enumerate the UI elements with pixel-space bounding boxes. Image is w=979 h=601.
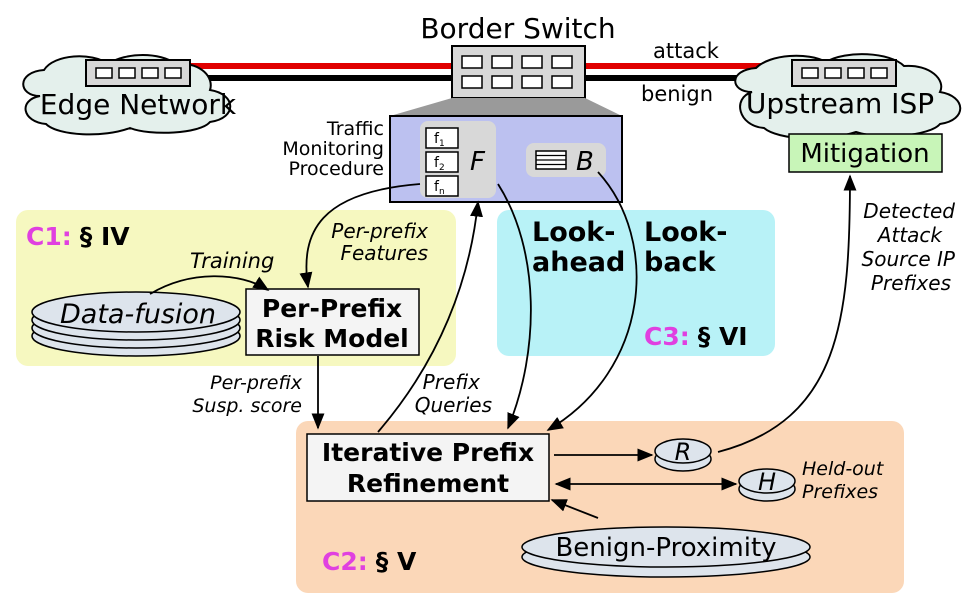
R-disk: [654, 438, 712, 472]
mitigation-box: [788, 133, 943, 173]
H-label: H: [758, 468, 776, 496]
feature-f2: f2: [434, 155, 445, 173]
feature-list: f1 f2 fn: [425, 127, 459, 197]
detected-line-4: Prefixes: [871, 271, 951, 295]
lookback-1: Look-: [644, 217, 727, 248]
edge-router: [85, 59, 191, 87]
benign-proximity-label: Benign-Proximity: [555, 533, 776, 563]
susp-score-2: Susp. score: [192, 395, 302, 417]
per-prefix-features-1: Per-prefix: [331, 219, 428, 243]
benign-proximity-disk: [521, 526, 811, 578]
refinement-box: [306, 433, 550, 502]
arrow-proximity-to-refinement: [550, 499, 599, 519]
detected-line-3: Source IP: [862, 247, 956, 271]
arrow-lookback: [546, 171, 638, 431]
border-switch: [451, 45, 586, 99]
risk-model-line-2: Risk Model: [255, 324, 409, 353]
lookahead-1: Look-: [532, 217, 615, 248]
procedure-line-3: Procedure: [289, 158, 384, 180]
risk-model-box: [245, 288, 420, 356]
prefix-queries-1: Prefix: [423, 370, 481, 394]
R-label: R: [675, 438, 692, 466]
held-out-2: Prefixes: [802, 481, 878, 503]
training-label: Training: [190, 249, 274, 273]
zoom-wedge: [390, 98, 622, 116]
c2-tag: C2:§ V: [322, 547, 417, 576]
edge-network-label: Edge Network: [40, 88, 237, 121]
detected-line-2: Attack: [876, 223, 944, 247]
detected-label: Detected Attack Source IP Prefixes: [862, 199, 956, 295]
per-prefix-features-2: Features: [340, 241, 428, 265]
susp-score-1: Per-prefix: [210, 372, 303, 394]
lookahead-2: ahead: [532, 247, 625, 278]
arrows: [149, 171, 857, 519]
procedure-line-2: Monitoring: [282, 138, 384, 160]
feature-f1: f1: [434, 131, 445, 149]
refinement-line-1: Iterative Prefix: [322, 438, 534, 467]
attack-label: attack: [653, 39, 720, 63]
c1-tag: C1:§ IV: [26, 222, 130, 251]
detected-line-1: Detected: [863, 199, 955, 223]
arrow-features-to-model: [299, 183, 421, 289]
held-out-1: Held-out: [802, 458, 885, 480]
procedure-line-1: Traffic: [326, 118, 384, 140]
upstream-router: [791, 59, 897, 87]
B-label: B: [576, 147, 594, 177]
arrow-queries-to-F: [377, 200, 483, 433]
arrow-R-to-mitigation: [717, 174, 857, 453]
F-label: F: [470, 147, 486, 177]
buffer-icon: [535, 150, 567, 170]
upstream-isp-label: Upstream ISP: [746, 87, 934, 120]
data-fusion-label: Data-fusion: [60, 299, 216, 330]
arrow-lookahead: [497, 183, 532, 430]
feature-fn: fn: [434, 179, 445, 197]
risk-model-line-1: Per-Prefix: [262, 294, 402, 323]
lookback-2: back: [644, 247, 717, 278]
arrow-training: [149, 275, 270, 295]
traffic-monitoring-label: Traffic Monitoring Procedure: [282, 118, 384, 180]
mitigation-label: Mitigation: [800, 139, 929, 169]
H-disk: [738, 468, 796, 502]
border-switch-label: Border Switch: [420, 12, 615, 45]
refinement-line-2: Refinement: [347, 469, 509, 498]
prefix-queries-2: Queries: [415, 393, 492, 417]
benign-label: benign: [641, 82, 713, 106]
c3-tag: C3:§ VI: [644, 322, 748, 351]
data-fusion-disk: [31, 291, 241, 357]
